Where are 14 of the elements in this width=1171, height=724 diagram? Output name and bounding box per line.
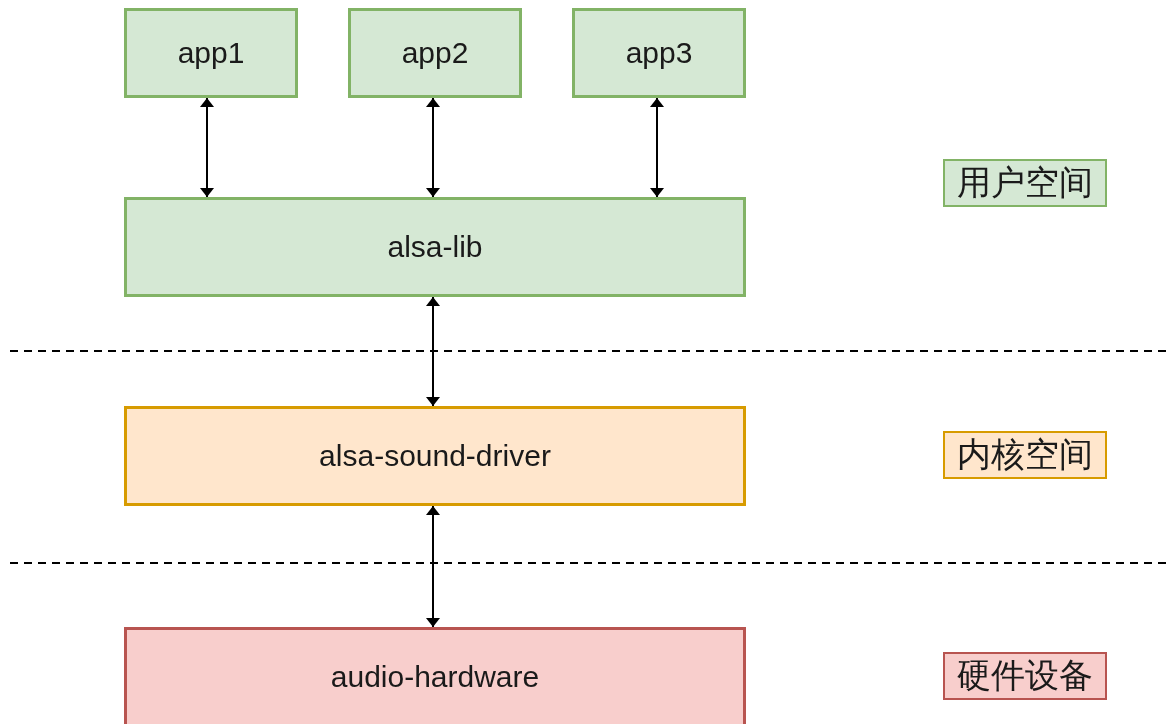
component-box: audio-hardware bbox=[124, 627, 746, 724]
component-box: app3 bbox=[572, 8, 746, 98]
layer-tag: 内核空间 bbox=[943, 431, 1107, 479]
component-box: alsa-lib bbox=[124, 197, 746, 297]
component-box: alsa-sound-driver bbox=[124, 406, 746, 506]
double-arrow bbox=[652, 97, 662, 198]
double-arrow bbox=[428, 505, 438, 628]
component-box: app1 bbox=[124, 8, 298, 98]
layer-tag: 用户空间 bbox=[943, 159, 1107, 207]
component-box: app2 bbox=[348, 8, 522, 98]
double-arrow bbox=[428, 97, 438, 198]
layer-tag: 硬件设备 bbox=[943, 652, 1107, 700]
double-arrow bbox=[428, 296, 438, 407]
double-arrow bbox=[202, 97, 212, 198]
